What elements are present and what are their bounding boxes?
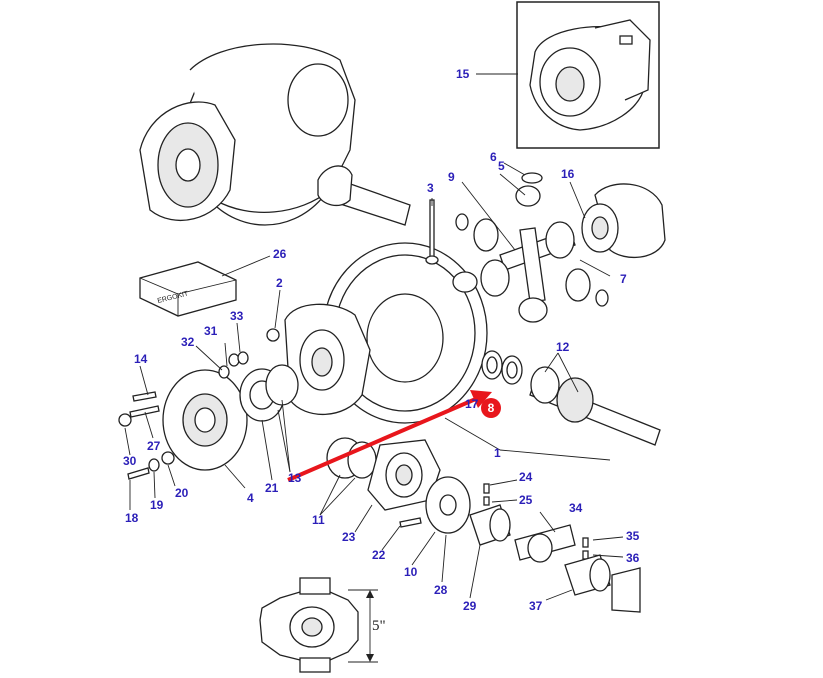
callout-4: 4 — [247, 491, 254, 505]
bolt-part-3 — [425, 199, 439, 265]
callout-33: 33 — [230, 309, 244, 323]
left-flange — [162, 369, 248, 471]
washers — [481, 350, 523, 385]
callout-2: 2 — [276, 276, 283, 290]
callout-11: 11 — [312, 513, 325, 527]
pinion-shaft-part-12 — [529, 366, 661, 446]
callout-14: 14 — [134, 352, 148, 366]
assembled-differential-upper — [139, 43, 411, 226]
highlight-arrow — [287, 390, 492, 482]
callout-29: 29 — [463, 599, 477, 613]
callout-21: 21 — [265, 481, 279, 495]
right-half-case-part-16 — [581, 183, 666, 259]
callout-10: 10 — [404, 565, 418, 579]
dimension-label: 5" — [372, 618, 386, 634]
callout-35: 35 — [626, 529, 640, 543]
bearing-part-21 — [239, 364, 299, 422]
callout-1: 1 — [494, 446, 501, 460]
callout-27: 27 — [147, 439, 161, 453]
pins — [483, 483, 589, 560]
callout-15: 15 — [456, 67, 470, 81]
callout-32: 32 — [181, 335, 195, 349]
bolt-part-22 — [399, 517, 422, 528]
callout-16: 16 — [561, 167, 575, 181]
bottom-front-view — [259, 577, 378, 673]
callout-20: 20 — [175, 486, 189, 500]
callout-22: 22 — [372, 548, 386, 562]
flange-part-23 — [367, 439, 441, 511]
callout-34: 34 — [569, 501, 583, 515]
callout-7: 7 — [620, 272, 627, 286]
callout-31: 31 — [204, 324, 218, 338]
callout-25: 25 — [519, 493, 533, 507]
callout-19: 19 — [150, 498, 164, 512]
spider-gear-assembly — [452, 172, 609, 323]
callout-26: 26 — [273, 247, 287, 261]
diff-case-part-4 — [284, 303, 371, 416]
callout-30: 30 — [123, 454, 137, 468]
kit-box-part-26: ERGOKIT — [139, 261, 237, 317]
callout-3: 3 — [427, 181, 434, 195]
callout-28: 28 — [434, 583, 448, 597]
sleeve-part-37 — [564, 554, 641, 613]
plate-part-10 — [425, 476, 471, 534]
callout-17: 17 — [465, 397, 479, 411]
callout-6: 6 — [490, 150, 497, 164]
left-bolts — [118, 391, 175, 480]
callout-5: 5 — [498, 159, 505, 173]
highlight-badge-8: 8 — [481, 398, 501, 418]
callout-12: 12 — [556, 340, 570, 354]
callout-18: 18 — [125, 511, 139, 525]
callout-24: 24 — [519, 470, 533, 484]
callout-36: 36 — [626, 551, 640, 565]
leader-lines — [124, 73, 624, 601]
callout-9: 9 — [448, 170, 455, 184]
callout-37: 37 — [529, 599, 543, 613]
callout-23: 23 — [342, 530, 356, 544]
inset-box-part-15 — [516, 1, 660, 149]
sleeve-part-29 — [469, 504, 511, 546]
splined-shaft-part-34 — [514, 524, 576, 563]
callout-13: 13 — [288, 471, 302, 485]
